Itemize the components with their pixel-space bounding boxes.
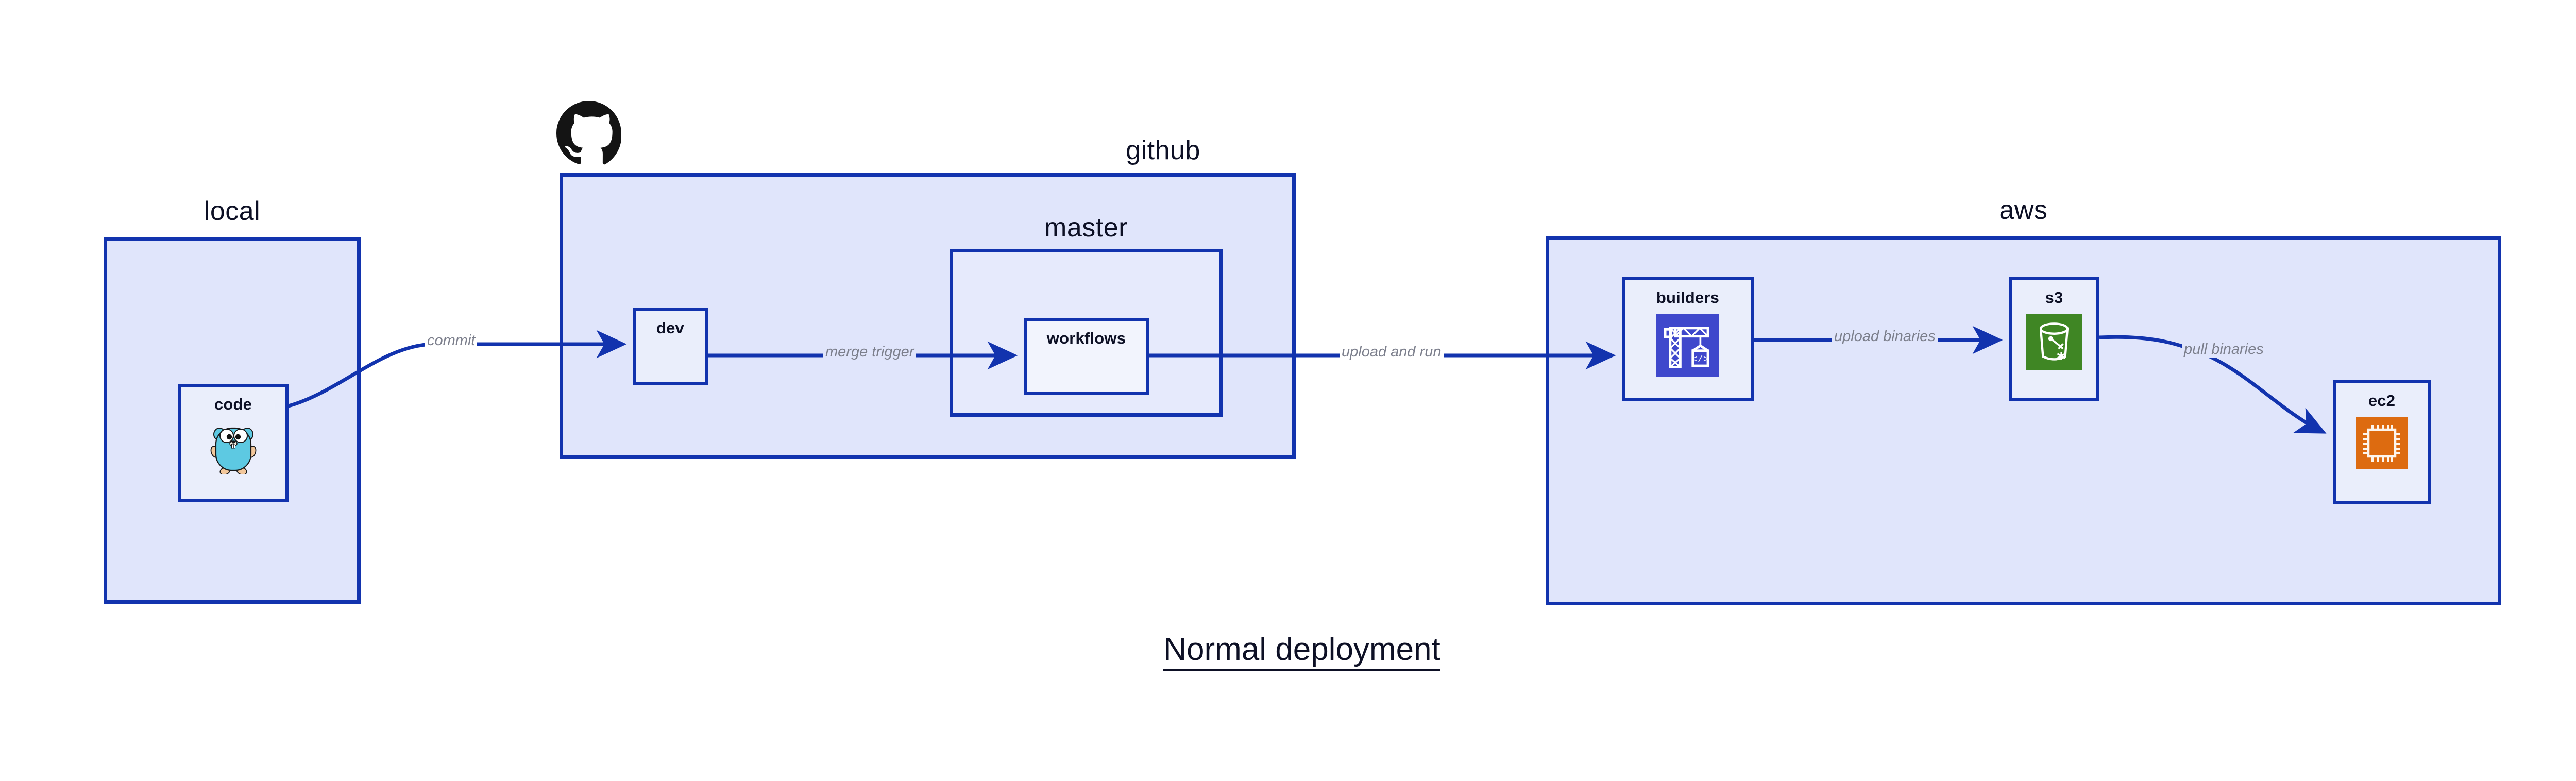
aws-s3-bucket-icon: [2026, 314, 2082, 370]
node-dev[interactable]: dev: [633, 308, 708, 385]
node-builders[interactable]: builders <: [1622, 277, 1754, 401]
node-ec2[interactable]: ec2: [2333, 380, 2431, 504]
github-octocat-icon: [556, 101, 622, 166]
node-label-dev: dev: [656, 319, 685, 337]
node-label-ec2: ec2: [2368, 392, 2396, 410]
node-s3[interactable]: s3: [2009, 277, 2099, 401]
cluster-label-github: github: [1126, 135, 1200, 165]
cluster-label-local: local: [204, 196, 261, 226]
node-label-s3: s3: [2045, 288, 2063, 307]
edge-label-upload-binaries: upload binaries: [1832, 328, 1938, 345]
edge-label-pull-binaries: pull binaries: [2182, 341, 2266, 358]
aws-codebuild-icon: </>: [1656, 314, 1719, 377]
edge-label-merge-trigger: merge trigger: [823, 344, 917, 361]
edge-label-upload-and-run: upload and run: [1340, 344, 1444, 361]
node-label-code: code: [214, 395, 252, 413]
node-label-builders: builders: [1656, 288, 1720, 307]
page-title-text: Normal deployment: [1163, 632, 1440, 671]
go-gopher-icon: [210, 421, 257, 474]
node-workflows[interactable]: workflows: [1024, 318, 1149, 395]
node-code[interactable]: code: [178, 384, 289, 502]
edge-label-commit: commit: [425, 332, 478, 349]
cluster-label-master: master: [1044, 213, 1128, 243]
node-label-workflows: workflows: [1046, 329, 1126, 347]
aws-ec2-chip-icon: [2356, 417, 2408, 469]
page-title: Normal deployment: [0, 631, 2576, 671]
cluster-label-aws: aws: [1999, 195, 2048, 225]
svg-text:</>: </>: [1692, 355, 1709, 365]
